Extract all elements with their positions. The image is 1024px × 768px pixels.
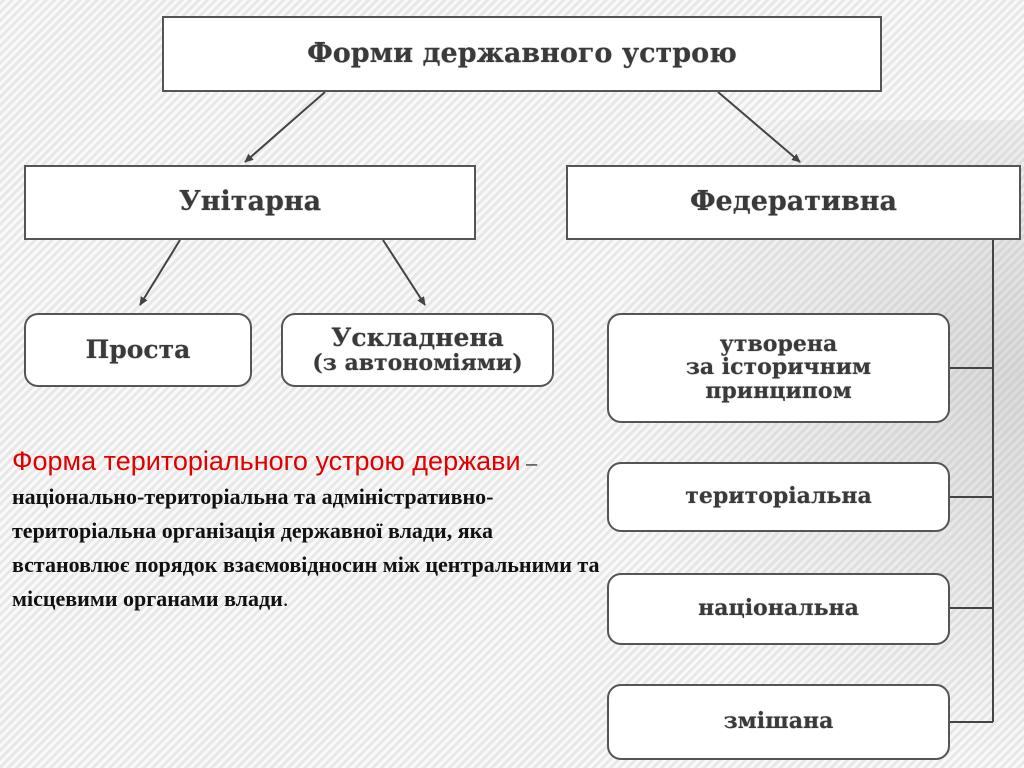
simple-box: Проста — [24, 313, 252, 387]
unitary-box: Унітарна — [24, 165, 476, 240]
complex-sublabel: (з автономіями) — [312, 349, 523, 376]
complex-box: Ускладнена (з автономіями) — [281, 313, 554, 387]
definition-period: . — [282, 586, 289, 611]
arrow-unitary-to-simple — [139, 239, 181, 306]
mixed-box: змішана — [607, 684, 950, 760]
root-box: Форми державного устрою — [162, 16, 882, 92]
historical-box: утворена за історичним принципом — [607, 313, 950, 423]
historical-label-line3: принципом — [705, 377, 852, 404]
national-box: національна — [607, 573, 950, 645]
federative-box: Федеративна — [566, 165, 1021, 240]
simple-label: Проста — [85, 334, 191, 364]
root-label: Форми державного устрою — [307, 37, 737, 69]
definition-dash: – — [520, 450, 538, 475]
definition-term: Форма територіального устрою держави — [12, 446, 521, 476]
definition-paragraph: Форма територіального устрою держави – н… — [12, 444, 612, 616]
unitary-label: Унітарна — [178, 186, 322, 218]
national-label: національна — [698, 595, 859, 622]
arrow-root-to-federative — [717, 91, 801, 163]
complex-label: Ускладнена — [331, 323, 504, 353]
federative-label: Федеративна — [689, 186, 898, 218]
arrow-root-to-unitary — [244, 91, 326, 163]
mixed-label: змішана — [723, 708, 834, 735]
historical-label-line1: утворена — [719, 331, 838, 358]
arrow-unitary-to-complex — [382, 239, 426, 306]
historical-label-line2: за історичним — [685, 354, 872, 381]
territorial-box: територіальна — [607, 462, 950, 532]
definition-text: національно-територіальна та адміністрат… — [12, 484, 600, 611]
territorial-label: територіальна — [685, 483, 872, 510]
